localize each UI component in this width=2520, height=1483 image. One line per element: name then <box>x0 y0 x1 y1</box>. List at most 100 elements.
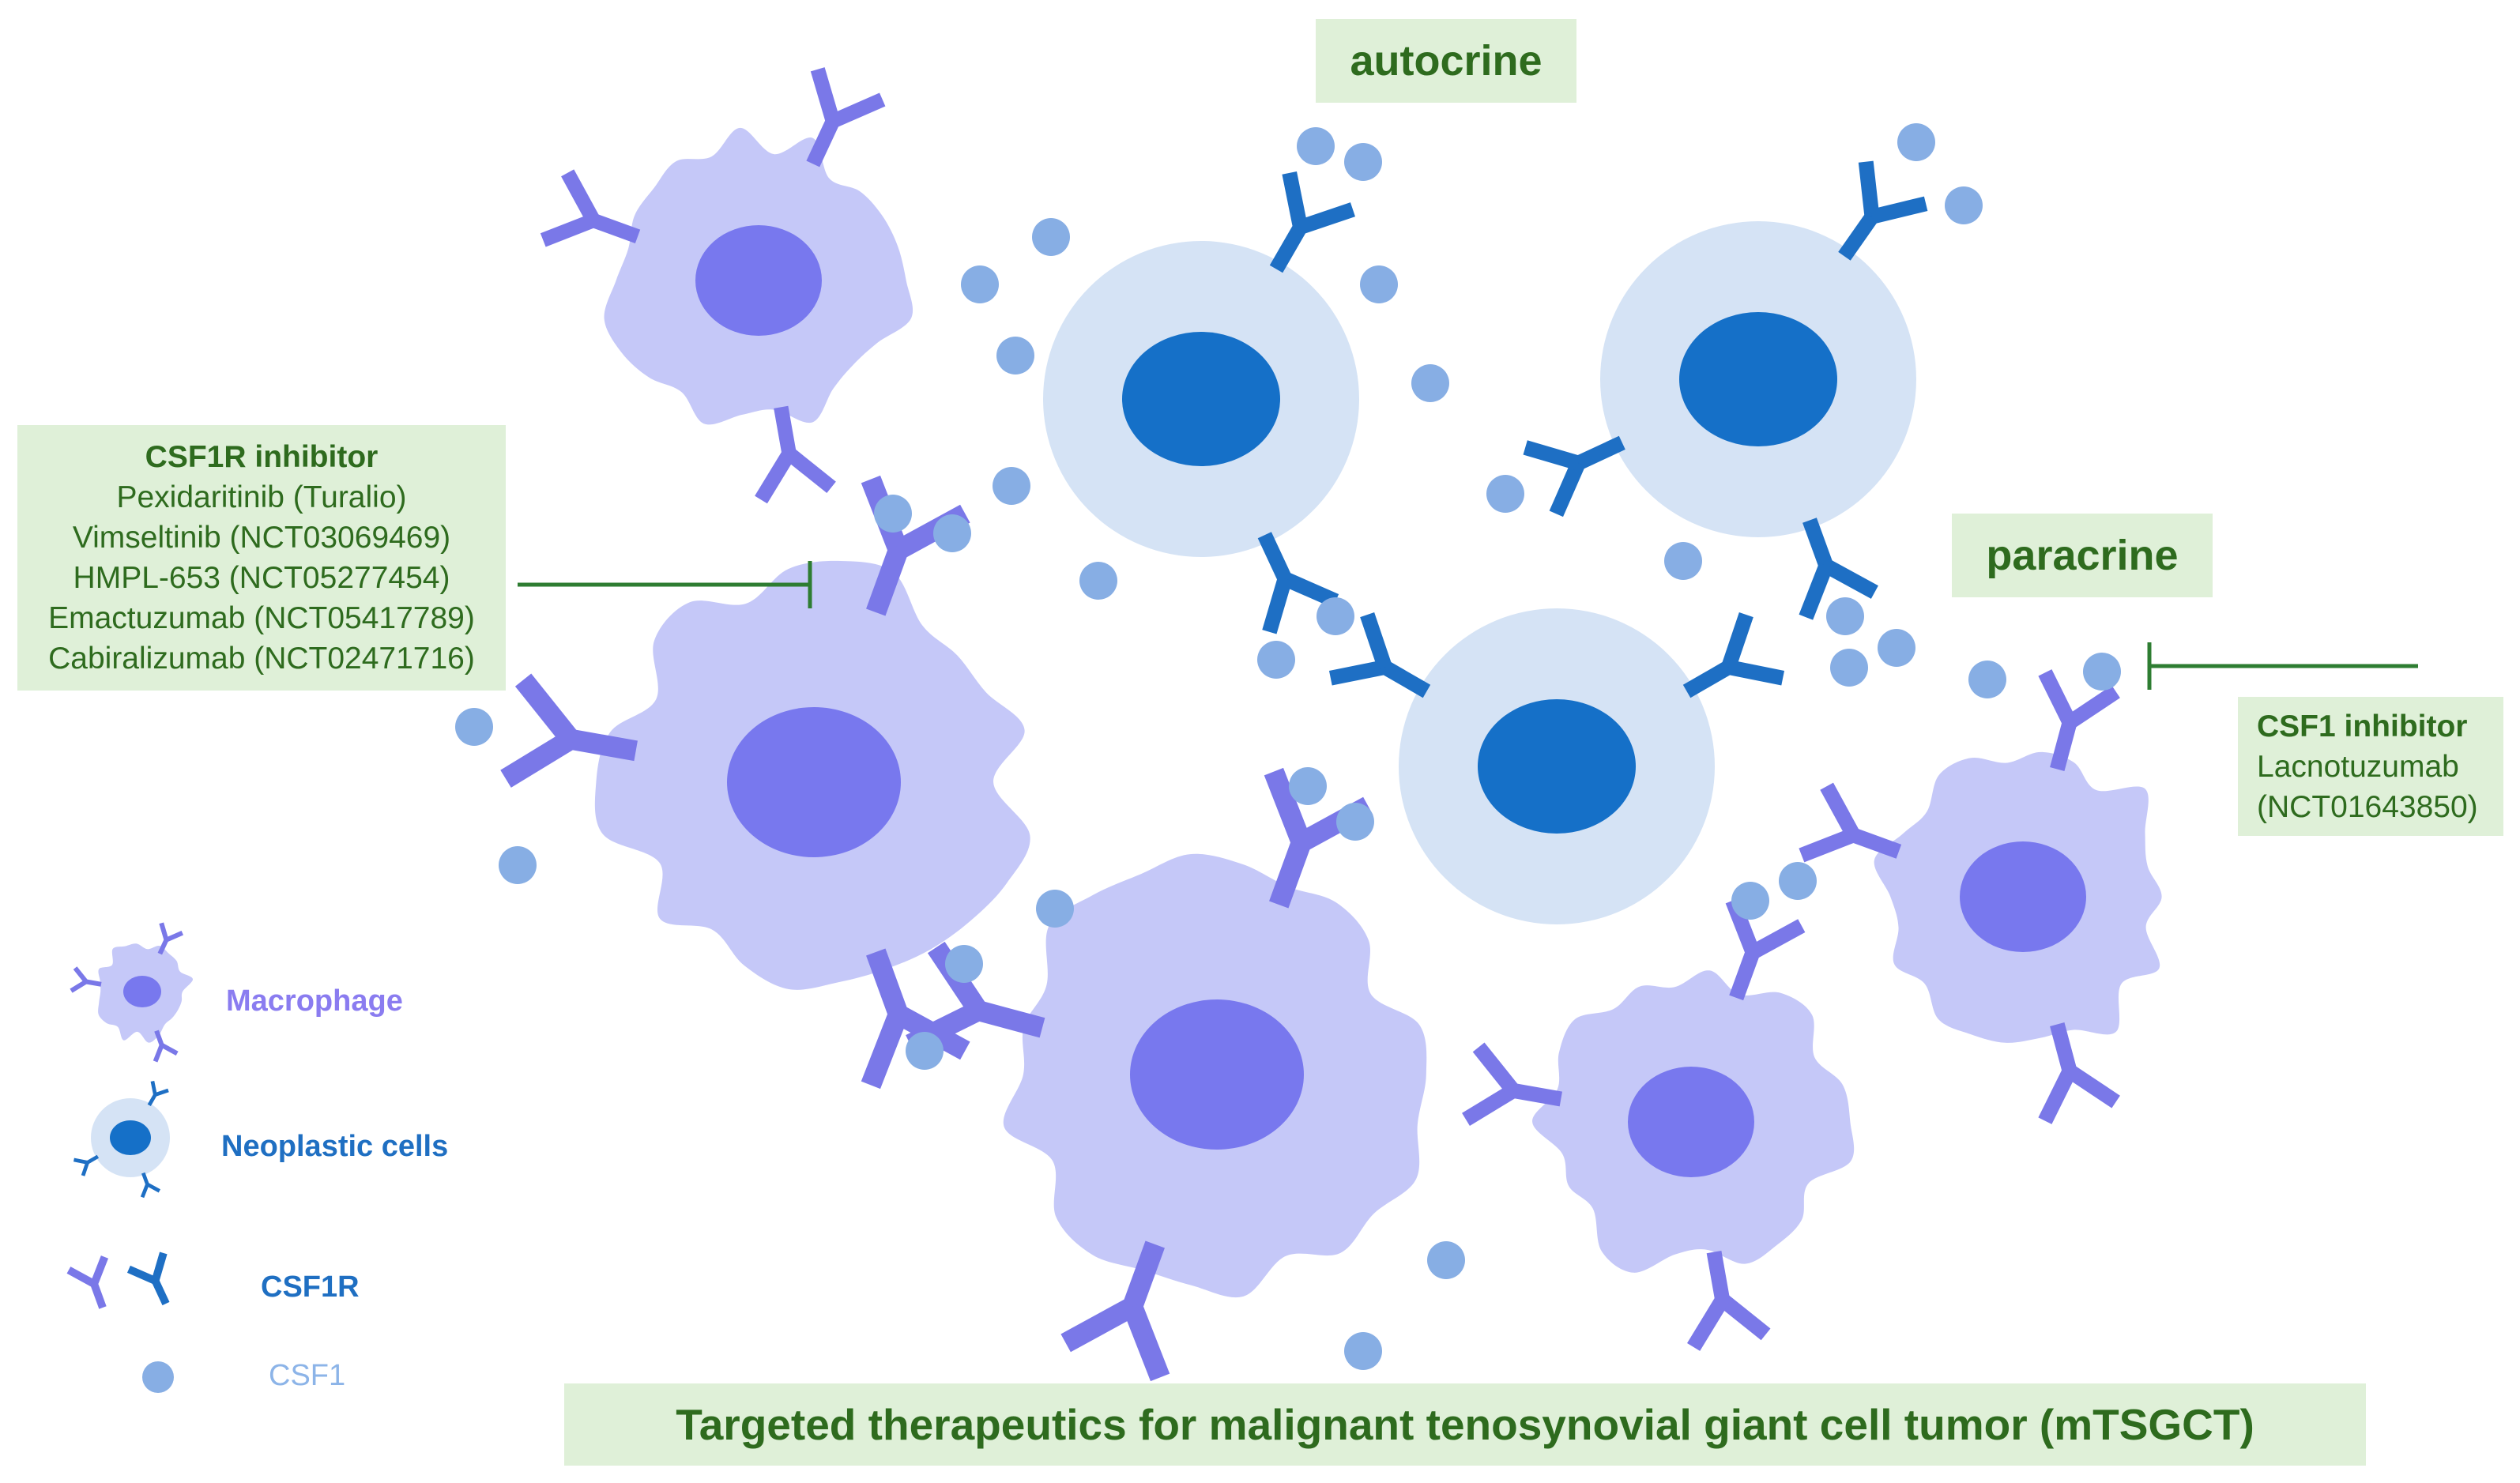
csf1-ligand <box>1344 143 1382 181</box>
csf1r-receptor <box>1686 1251 1771 1351</box>
diagram-title: Targeted therapeutics for malignant teno… <box>676 1400 2254 1449</box>
csf1r-receptor <box>73 1154 100 1176</box>
csf1-ligand <box>1830 649 1868 687</box>
receptor-stem <box>85 1154 100 1165</box>
receptor-arm-right <box>154 1088 169 1097</box>
receptor-stem <box>806 115 842 167</box>
csf1-ligand <box>945 945 983 983</box>
legend-csf1r-label: CSF1R <box>261 1270 360 1304</box>
receptor-arm-left <box>1717 1293 1771 1341</box>
receptor-arm-left <box>150 1080 157 1096</box>
receptor-stem <box>1378 659 1431 698</box>
csf1-ligand <box>1486 475 1524 513</box>
macrophage-nucleus <box>1628 1067 1754 1177</box>
receptor-stem <box>866 542 910 616</box>
receptor-arm-right <box>561 169 601 224</box>
receptor-arm-left <box>146 1182 160 1193</box>
receptor-arm-left <box>1721 612 1753 670</box>
receptor-stem <box>1848 826 1902 859</box>
csf1-ligand <box>1317 597 1354 635</box>
receptor-stem <box>1729 947 1761 1001</box>
receptor-arm-right <box>165 930 184 943</box>
csf1-ligand <box>1336 803 1374 841</box>
csf1-ligand <box>1427 1241 1465 1279</box>
receptor-stem <box>971 999 1045 1038</box>
receptor-arm-left <box>1858 160 1880 218</box>
receptor-arm-left <box>1264 767 1312 847</box>
receptor-arm-right <box>153 1044 164 1063</box>
csf1r-receptor <box>1257 532 1339 634</box>
csf1r-drug: Emactuzumab (NCT05417789) <box>48 601 475 635</box>
csf1r-drug: Vimseltinib (NCT03069469) <box>72 521 451 555</box>
receptor-stem <box>89 1281 107 1309</box>
receptor-stem <box>151 1278 170 1306</box>
neoplastic-cell <box>1043 241 1359 557</box>
receptor-arm-left <box>2065 1064 2120 1108</box>
macrophage <box>1874 751 2162 1043</box>
csf1r-receptor <box>140 1172 160 1199</box>
receptor-arm-left <box>1549 460 1586 518</box>
neoplastic-nucleus <box>1679 312 1837 446</box>
receptor-stem <box>1802 518 1835 572</box>
csf1-ligand <box>1257 641 1295 679</box>
csf1r-drug: HMPL-653 (NCT05277454) <box>73 561 450 595</box>
csf1r-receptor <box>500 673 638 788</box>
receptor-arm-right <box>140 1184 149 1199</box>
receptor-stem <box>774 405 797 458</box>
receptor-stem <box>564 728 638 762</box>
receptor-stem <box>1257 532 1294 585</box>
csf1-ligand <box>906 1032 944 1070</box>
csf1-ligand <box>2083 653 2121 691</box>
csf1-ligand <box>455 708 493 746</box>
receptor-arm-right <box>2065 685 2120 729</box>
csf1r-receptor <box>1523 435 1625 518</box>
receptor-stem <box>1682 659 1735 698</box>
csf1r-receptor <box>2038 1022 2120 1124</box>
csf1-ligand <box>1878 629 1915 667</box>
receptor-arm-right <box>73 1157 89 1165</box>
receptor-arm-left <box>1282 171 1308 229</box>
receptor-stem <box>157 938 169 955</box>
csf1r-receptor <box>806 67 886 167</box>
receptor-arm-left <box>66 1267 96 1288</box>
receptor-arm-right <box>90 1255 109 1285</box>
csf1r-receptor <box>1060 1240 1170 1382</box>
receptor-arm-left <box>2038 669 2077 726</box>
autocrine-label: autocrine <box>1350 37 1543 85</box>
macrophage-nucleus <box>1960 841 2086 952</box>
receptor-arm-left <box>500 730 576 788</box>
legend-csf1-icon <box>142 1361 174 1393</box>
receptor-arm-right <box>830 92 886 128</box>
csf1r-receptor <box>1799 782 1902 863</box>
title-box: Targeted therapeutics for malignant teno… <box>564 1383 2366 1466</box>
receptor-arm-right <box>1686 1296 1729 1351</box>
csf1-ligand <box>874 495 912 533</box>
receptor-arm-left <box>1328 660 1387 686</box>
neoplastic-cell <box>1399 608 1715 924</box>
macrophage-nucleus <box>1130 999 1304 1150</box>
csf1-ligand <box>1344 1332 1382 1370</box>
legend-csf1r-neoplastic-icon <box>126 1252 170 1306</box>
receptor-arm-left <box>81 1161 89 1176</box>
legend-macrophage-icon <box>98 943 194 1043</box>
receptor-arm-left <box>1282 571 1339 608</box>
receptor-arm-right <box>73 966 89 984</box>
receptor-arm-right <box>861 1010 909 1090</box>
csf1-drug: Lacnotuzumab <box>2257 749 2459 784</box>
receptor-arm-right <box>1799 563 1833 620</box>
macrophage <box>604 127 913 425</box>
csf1-inhibitor-box: CSF1 inhibitor Lacnotuzumab (NCT01643850… <box>2238 697 2503 836</box>
macrophage-nucleus <box>727 707 901 857</box>
receptor-stem <box>1509 1082 1562 1107</box>
csf1r-receptor <box>755 405 836 504</box>
receptor-stem <box>1706 1251 1731 1304</box>
receptor-stem <box>2050 717 2078 771</box>
neoplastic-nucleus <box>1478 699 1636 834</box>
csf1-ligand <box>1968 661 2006 698</box>
receptor-arm-right <box>755 450 796 504</box>
paracrine-label: paracrine <box>1986 532 2179 579</box>
receptor-arm-right <box>1820 782 1860 839</box>
receptor-arm-left <box>1799 828 1856 863</box>
